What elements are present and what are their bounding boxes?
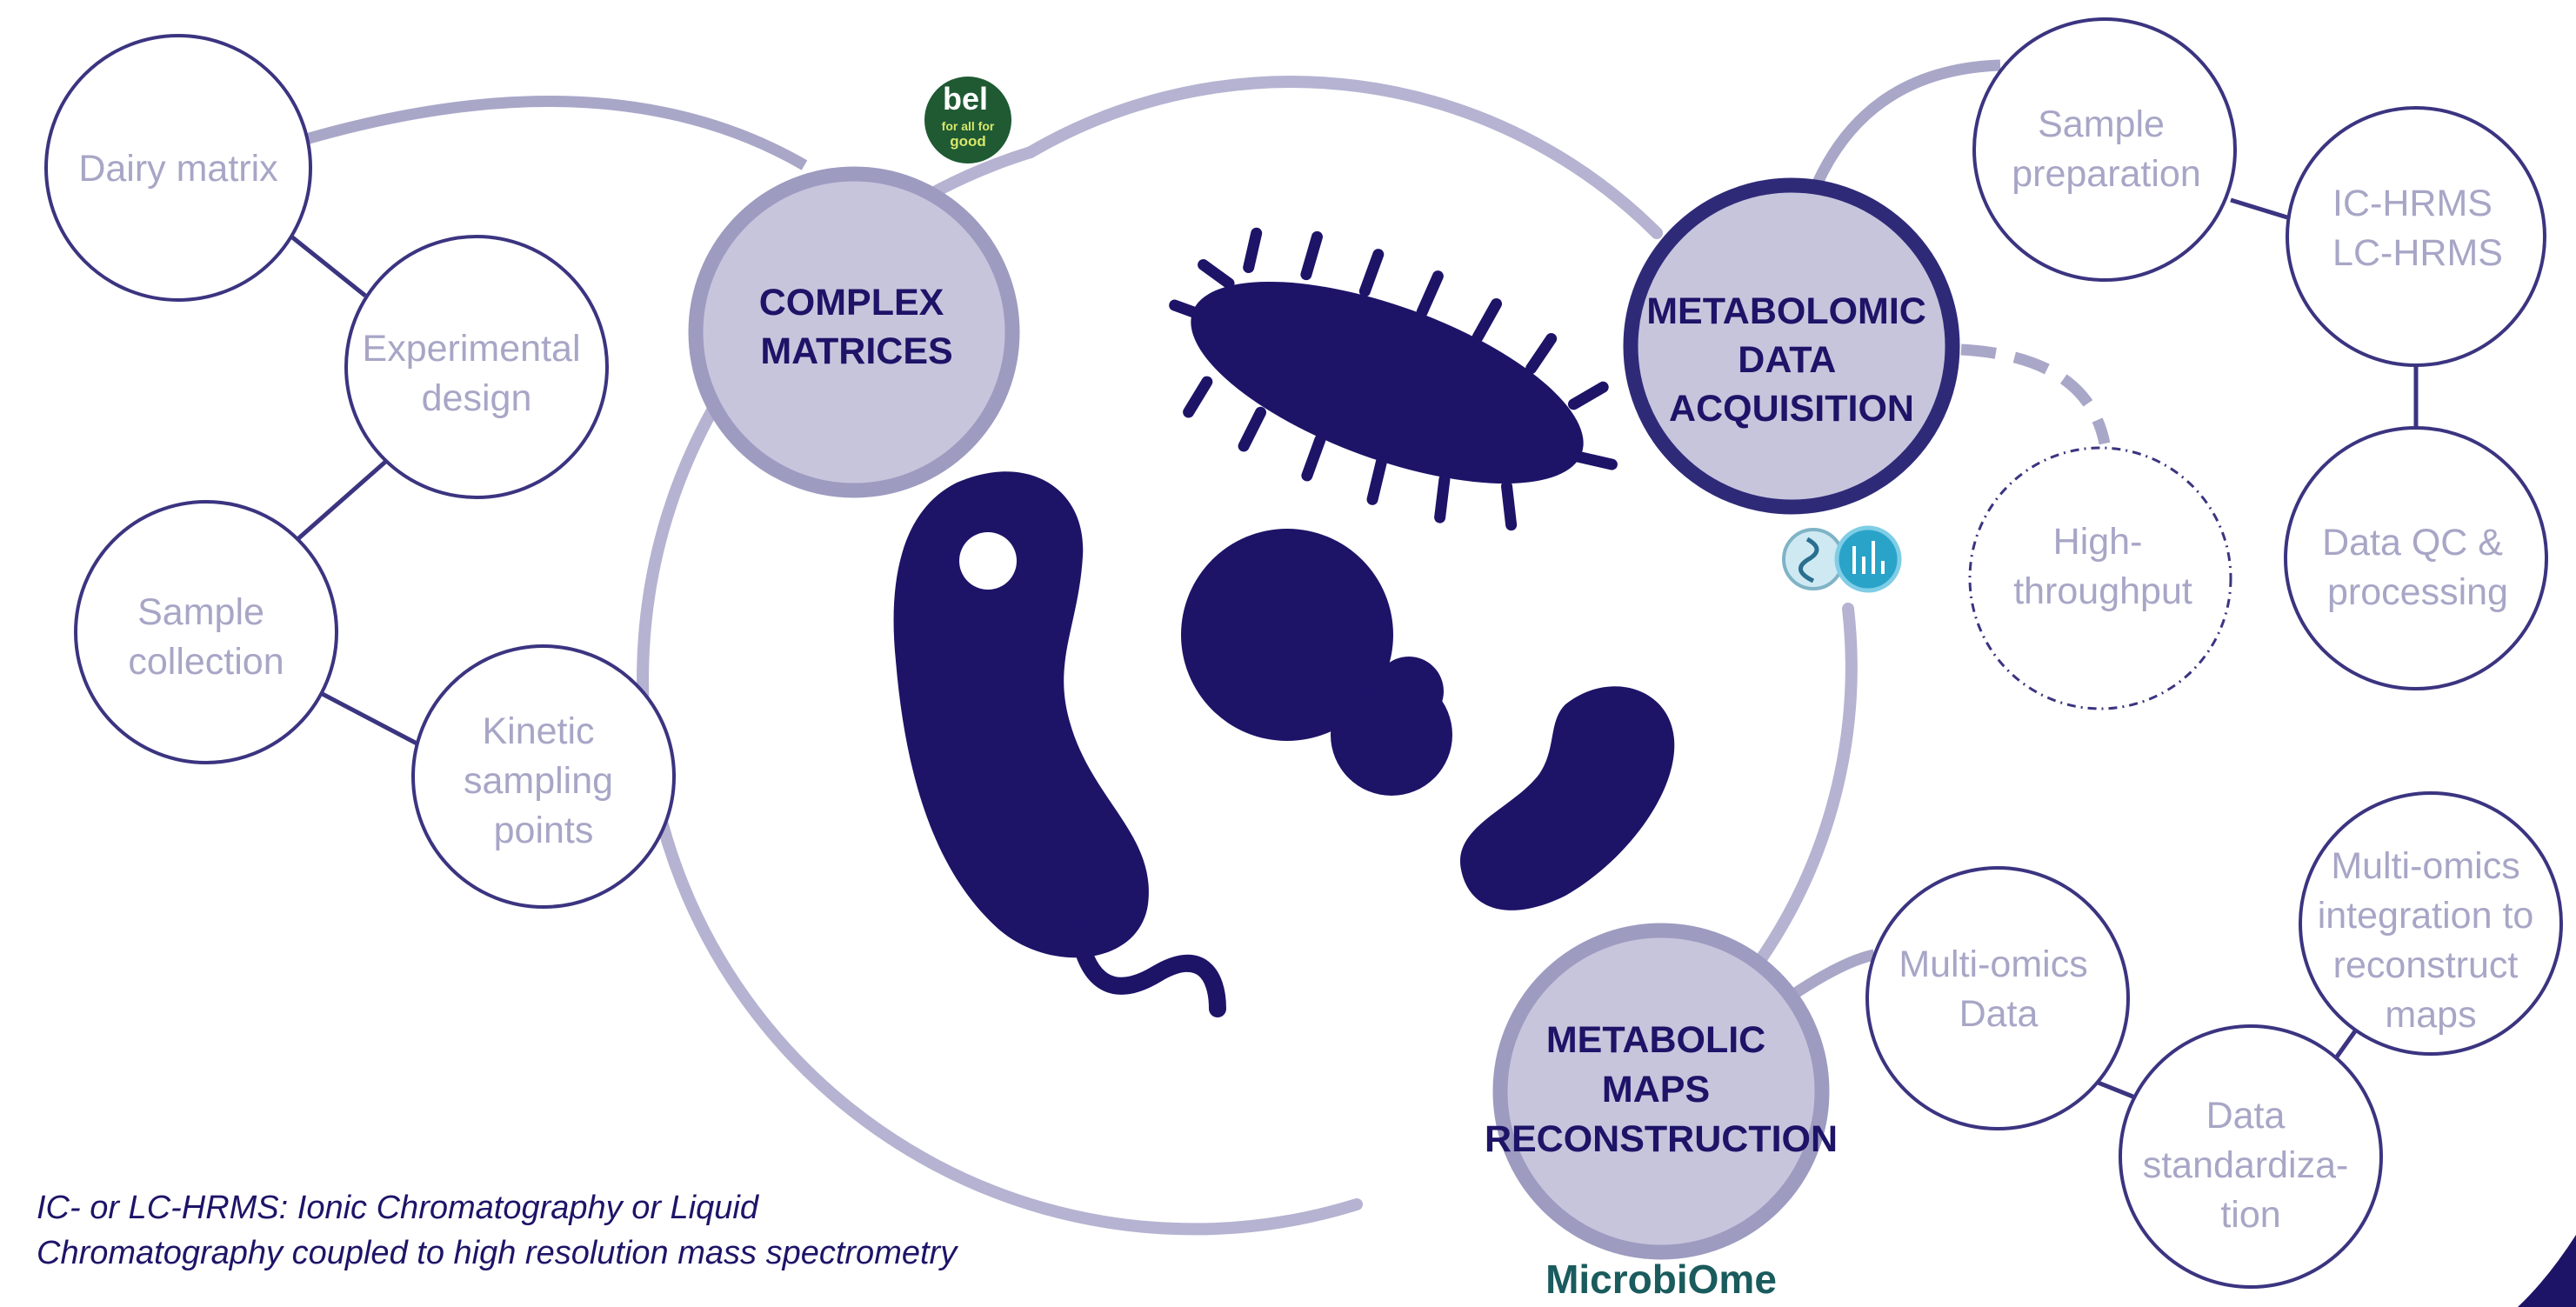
- connector-metabolomic-to-highthroughput: [1960, 343, 2111, 445]
- node-dairy-matrix: [44, 34, 312, 302]
- label-multi-omics-data: Multi-omics Data: [1899, 944, 2098, 1035]
- node-ic-lc-hrms: [2286, 106, 2546, 367]
- node-sample-preparation: [1972, 17, 2237, 282]
- footnote-line-2: Chromatography coupled to high resolutio…: [37, 1235, 958, 1271]
- bel-logo: bel for all for good: [924, 77, 1011, 163]
- central-arc-right: [1751, 603, 1858, 971]
- comma-bacterium-icon: [893, 471, 1149, 958]
- label-dairy-matrix: Dairy matrix: [78, 148, 278, 190]
- connector-maps-to-multiomics: [1788, 949, 1876, 1001]
- platform-icons: [1782, 525, 1902, 593]
- svg-text:bel: bel: [943, 81, 988, 117]
- hub-label-complex: COMPLEX MATRICES: [759, 282, 955, 372]
- hub-complex-matrices: [688, 166, 1020, 498]
- corner-swoosh: [2518, 1235, 2576, 1307]
- label-high-throughput: High- throughput: [2013, 521, 2192, 612]
- budding-cell-icon: [1181, 529, 1393, 741]
- cell-vacuole: [959, 532, 1017, 590]
- hub-label-metabolomic: METABOLOMIC DATA ACQUISITION: [1646, 290, 1937, 430]
- flagellum: [1070, 922, 1226, 1017]
- node-data-standardization: [2119, 1024, 2383, 1289]
- node-multi-omics-data: [1865, 866, 2130, 1130]
- label-kinetic-sampling: Kinetic sampling points: [464, 710, 624, 851]
- node-sample-collection: [74, 500, 338, 764]
- label-multi-omics-integration: Multi-omics integration to reconstruct m…: [2318, 845, 2545, 1036]
- node-experimental-design: [344, 235, 609, 499]
- central-arc-top: [1024, 76, 1663, 239]
- label-sample-preparation: Sample preparation: [2012, 103, 2201, 195]
- label-sample-collection: Sample collection: [128, 591, 284, 683]
- kidney-bacterium-icon: [1460, 686, 1675, 910]
- footnote-line-1: IC- or LC-HRMS: Ionic Chromatography or …: [37, 1190, 758, 1226]
- node-high-throughput: [1968, 446, 2232, 710]
- svg-text:good: good: [950, 133, 986, 150]
- connector-metabolomic-to-sample-prep: [1812, 59, 2001, 185]
- microbiome-logo: MicrobiOme: [1545, 1257, 1777, 1302]
- node-multi-omics-integration: [2299, 791, 2563, 1056]
- svg-text:for all for: for all for: [942, 119, 995, 133]
- node-data-qc: [2284, 426, 2548, 690]
- label-experimental-design: Experimental design: [363, 328, 591, 419]
- connector-dairy-to-complex: [304, 96, 808, 170]
- label-data-standardization: Data standardiza- tion: [2143, 1095, 2359, 1236]
- node-kinetic-sampling: [411, 644, 676, 909]
- label-data-qc: Data QC & processing: [2322, 522, 2513, 613]
- hub-metabolic-maps: [1492, 923, 1830, 1260]
- label-ic-lc-hrms: IC-HRMS LC-HRMS: [2332, 183, 2503, 274]
- instrument-icon: [1834, 525, 1902, 593]
- hub-metabolomic-data-acquisition: [1623, 177, 1960, 515]
- rod-bacterium-icon: [1169, 227, 1618, 531]
- hub-label-metabolic-maps: METABOLIC MAPS RECONSTRUCTION: [1485, 1019, 1838, 1160]
- microbe-illustration: [893, 227, 1675, 1017]
